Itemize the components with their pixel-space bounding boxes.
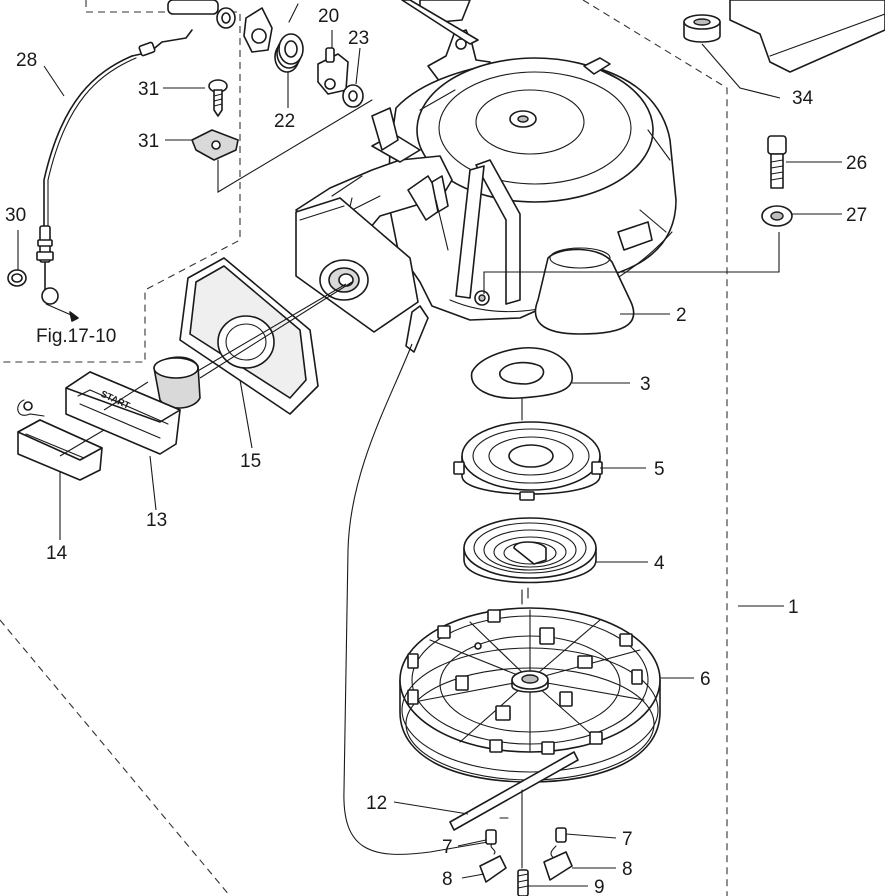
leader-lines bbox=[17, 30, 842, 887]
dashed-boundaries bbox=[0, 0, 728, 896]
clip-30 bbox=[191, 99, 373, 193]
rope-12 bbox=[449, 751, 579, 831]
callout-27: 27 bbox=[846, 205, 867, 226]
bolt-alignment-line bbox=[483, 232, 780, 294]
callout-20: 20 bbox=[318, 6, 339, 27]
callout-13: 13 bbox=[146, 510, 167, 531]
washer-27 bbox=[761, 205, 793, 227]
callout-29: 30 bbox=[5, 205, 26, 226]
washer-23 bbox=[342, 84, 364, 108]
reel-6 bbox=[399, 607, 661, 783]
callout-28: 28 bbox=[16, 50, 37, 71]
starter-case-2 bbox=[295, 0, 677, 353]
callout-14: 14 bbox=[46, 543, 68, 564]
callout-5: 5 bbox=[654, 459, 665, 480]
callout-34-label: 34 bbox=[792, 88, 814, 109]
pin-9 bbox=[517, 869, 529, 896]
callout-23: 23 bbox=[348, 28, 369, 49]
bolt-26 bbox=[767, 135, 787, 189]
callout-1: 1 bbox=[788, 597, 799, 618]
callout-labels: 28 31 31 30 Fig.17-10 20 22 23 34 34 26 … bbox=[5, 6, 867, 896]
friction-plate-3 bbox=[470, 346, 573, 399]
callout-26: 26 bbox=[846, 153, 867, 174]
top-small-parts bbox=[167, 0, 299, 53]
seal-plate-15 bbox=[179, 257, 319, 415]
callout-6: 6 bbox=[700, 669, 711, 690]
callout-3: 3 bbox=[640, 374, 651, 395]
spring-7-left bbox=[485, 817, 509, 855]
starter-handle-13: START bbox=[65, 356, 201, 455]
callout-7-left: 7 bbox=[442, 837, 453, 858]
callout-9: 9 bbox=[594, 877, 605, 896]
callout-15: 15 bbox=[240, 451, 261, 472]
recoil-rope-path bbox=[343, 343, 489, 855]
callout-7-right: 7 bbox=[622, 829, 633, 850]
callout-8-left: 8 bbox=[442, 869, 453, 890]
handle-rope bbox=[103, 381, 149, 411]
o-ring-29 bbox=[7, 269, 27, 287]
callout-22: 22 bbox=[274, 111, 295, 132]
grommet-34 bbox=[683, 14, 721, 43]
pawl-20 bbox=[317, 47, 349, 95]
figure-ref: Fig.17-10 bbox=[36, 326, 116, 347]
callout-8-right: 8 bbox=[622, 859, 633, 880]
recoil-spring-4 bbox=[463, 517, 597, 599]
rope-through-guide bbox=[195, 281, 353, 379]
pawl-8-left bbox=[479, 855, 507, 883]
rope-anchor-14 bbox=[17, 399, 105, 481]
pawl-8-right bbox=[543, 851, 573, 881]
spring-7-right bbox=[550, 827, 567, 859]
throttle-cable-28 bbox=[36, 29, 193, 322]
callout-31: 31 bbox=[138, 79, 159, 100]
torsion-spring-22 bbox=[274, 33, 304, 73]
callout-12: 12 bbox=[366, 793, 387, 814]
drive-plate-5 bbox=[453, 421, 603, 501]
callout-30: 31 bbox=[138, 131, 159, 152]
screw-31 bbox=[208, 79, 228, 117]
callout-2: 2 bbox=[676, 305, 687, 326]
callout-4: 4 bbox=[654, 553, 665, 574]
